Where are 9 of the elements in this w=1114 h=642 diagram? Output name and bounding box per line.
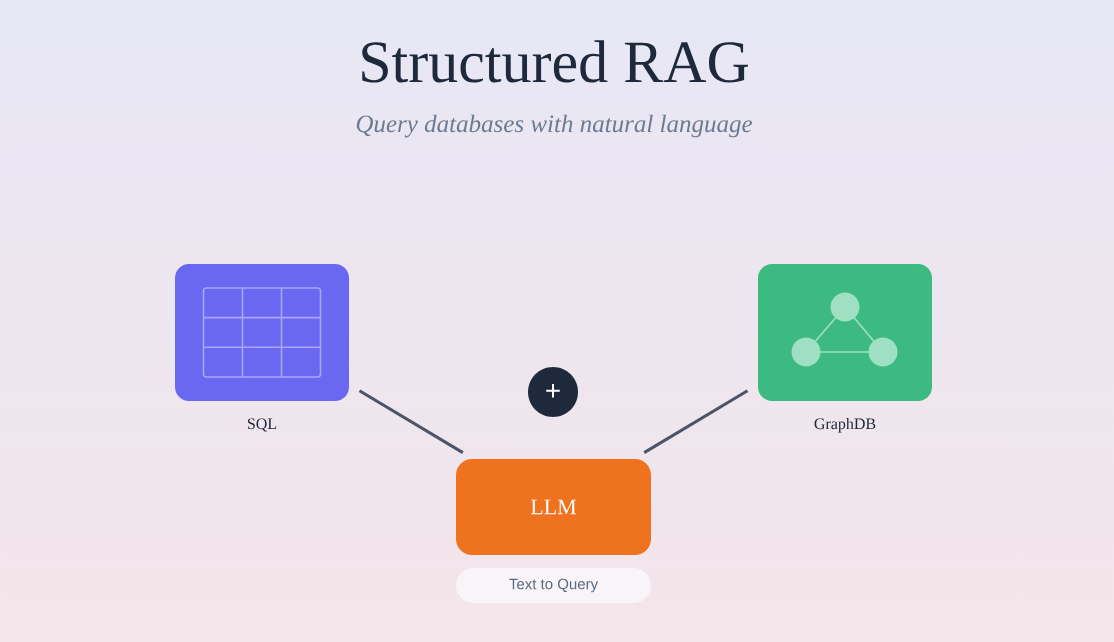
node-label: SQL — [247, 418, 277, 432]
node-label: GraphDB — [814, 417, 876, 433]
process-box: LLM — [456, 459, 651, 555]
connector-line — [643, 389, 749, 454]
icon-box — [175, 264, 349, 401]
tag-pill: Text to Query — [456, 568, 651, 603]
subtitle: Query databases with natural language — [356, 114, 753, 138]
connector-line — [358, 389, 464, 454]
title: Structured RAG — [362, 40, 748, 83]
